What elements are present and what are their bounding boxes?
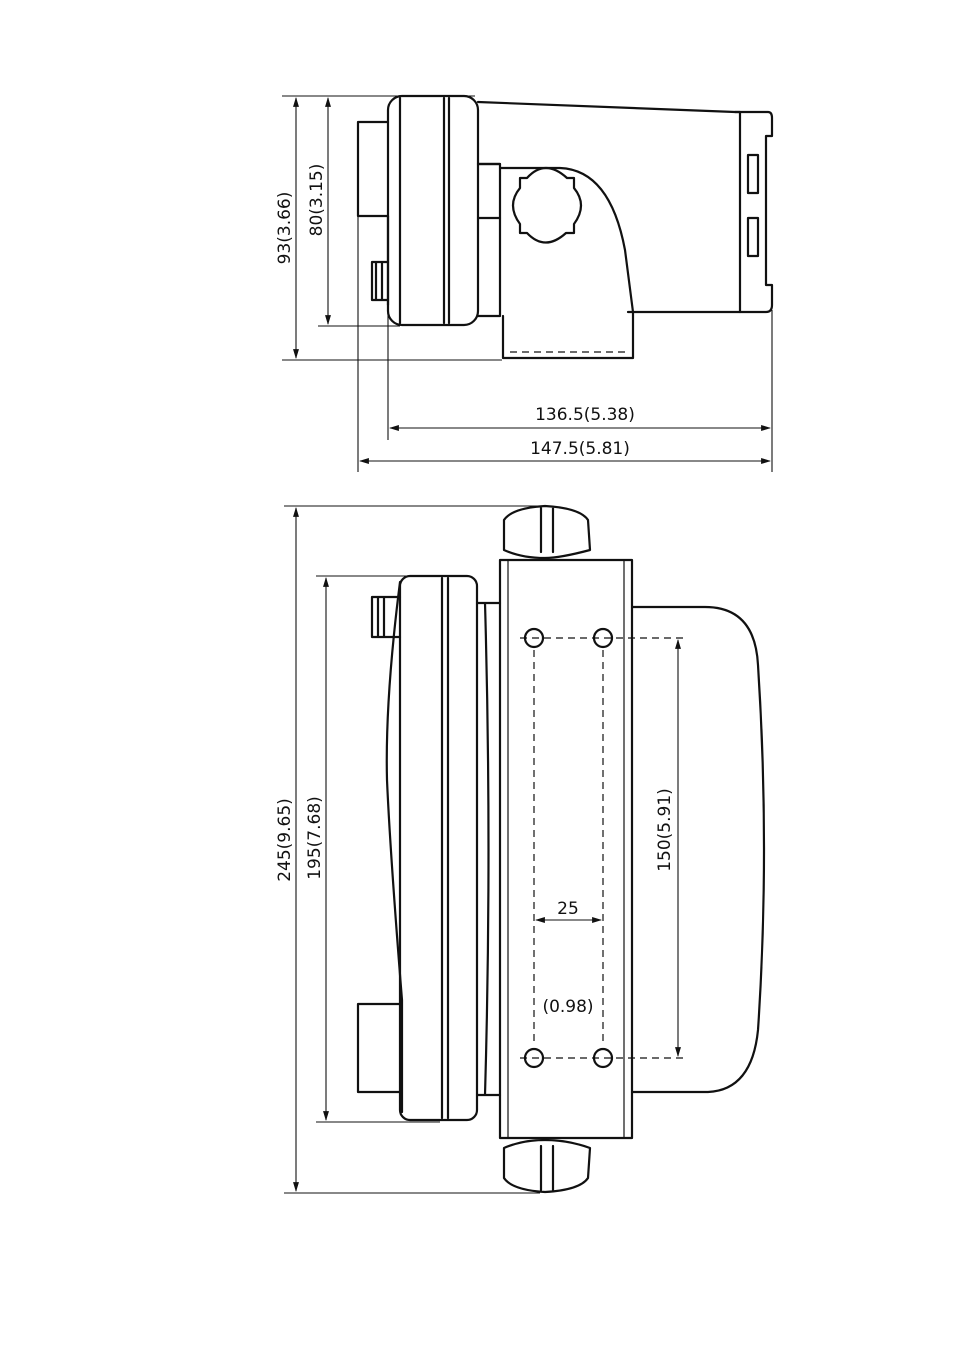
main-body-inner — [476, 162, 502, 220]
label-length-overall: 147.5(5.81) — [530, 439, 630, 459]
label-plan-length-body: 195(7.68) — [305, 796, 325, 880]
front-panel — [386, 94, 480, 327]
knob-bottom — [502, 1138, 592, 1194]
connector-plan — [370, 595, 402, 639]
plan-view: 245(9.65) 195(7.68) 150(5.91) 25 (0.98) — [275, 504, 766, 1194]
rear-flange — [733, 110, 774, 314]
connector — [370, 260, 390, 302]
rear-port-upper — [746, 153, 760, 195]
front-housing — [385, 580, 404, 1114]
side-view: 93(3.66) 80(3.15) 136.5(5.38) 147.5(5.81… — [275, 94, 774, 472]
label-height-overall: 93(3.66) — [275, 192, 295, 265]
label-length-body: 136.5(5.38) — [535, 405, 635, 425]
label-hole-spacing-long: 150(5.91) — [655, 788, 675, 872]
mounting-plate — [498, 558, 634, 1140]
body-link — [475, 601, 502, 1097]
rear-port-lower — [746, 216, 760, 258]
label-hole-spacing-short: 25 — [557, 899, 579, 919]
rear-box-lower — [356, 1002, 402, 1094]
knob-top — [502, 504, 592, 560]
handle-housing — [630, 605, 766, 1094]
mounting-bracket — [498, 166, 635, 360]
label-height-body: 80(3.15) — [307, 164, 327, 237]
rear-housing — [356, 120, 390, 218]
front-panel-plan — [398, 574, 479, 1122]
label-hole-spacing-short-inch: (0.98) — [542, 997, 593, 1017]
knob-side — [511, 166, 583, 244]
main-body — [476, 100, 742, 318]
label-plan-length-overall: 245(9.65) — [275, 798, 295, 882]
